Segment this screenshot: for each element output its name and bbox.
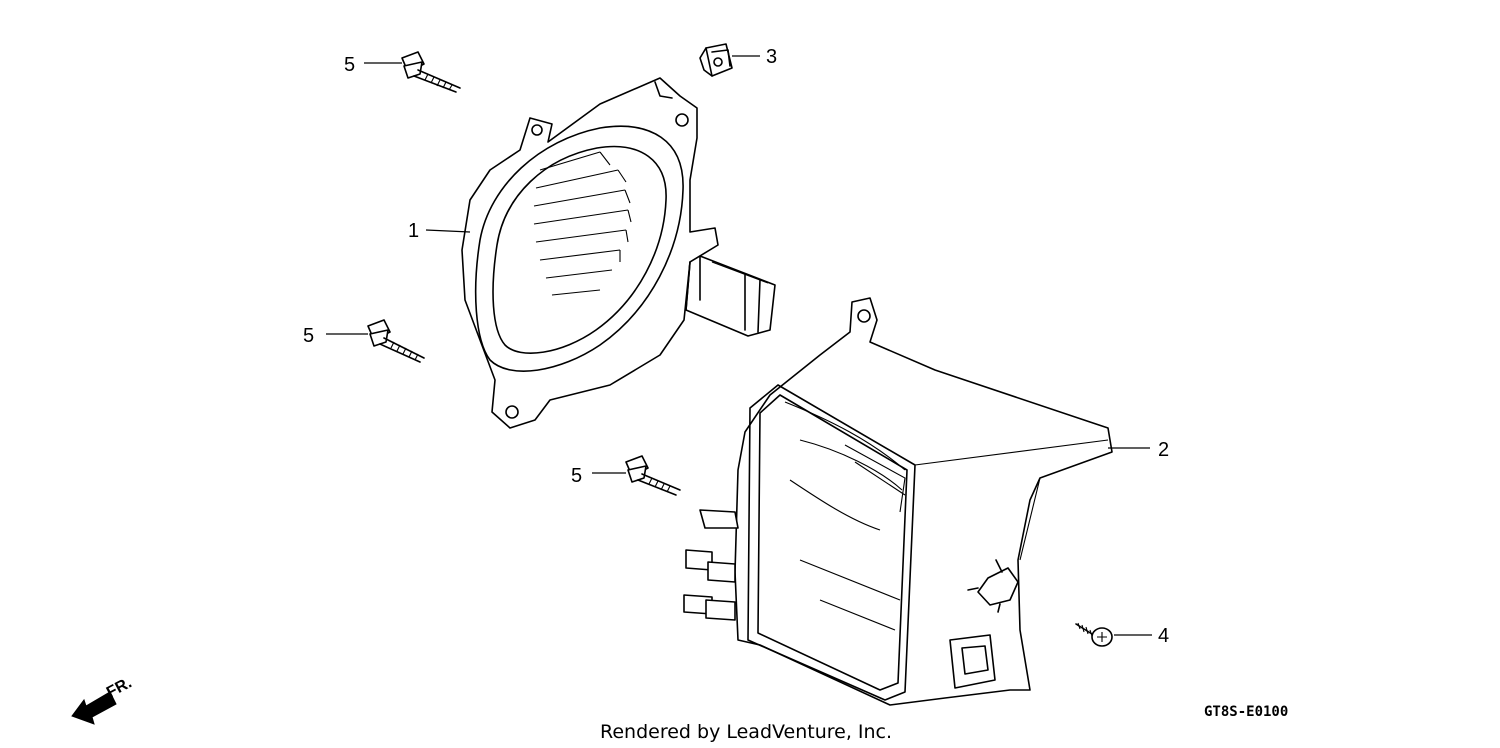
front-direction-indicator: FR. [71, 674, 135, 725]
part-2-air-guide[interactable] [683, 297, 1113, 706]
drawing-code: GT8S-E0100 [1204, 704, 1288, 720]
part-5-bolt-mid[interactable] [367, 319, 425, 363]
part-5-bolt-low[interactable] [625, 455, 681, 496]
part-1-fan-cover[interactable] [461, 77, 776, 429]
callout-part-4: 4 [1158, 625, 1169, 647]
leader-lines [326, 55, 1152, 636]
callout-part-2: 2 [1158, 439, 1169, 461]
callout-part-3: 3 [766, 46, 777, 68]
front-arrow-icon [71, 691, 117, 725]
callout-part-5-low: 5 [571, 465, 582, 487]
render-credit: Rendered by LeadVenture, Inc. [600, 721, 892, 743]
part-3-clip-nut[interactable] [699, 43, 733, 77]
part-5-bolt-top[interactable] [401, 51, 461, 93]
callout-part-5-mid: 5 [303, 325, 314, 347]
part-4-screw[interactable] [1075, 622, 1113, 647]
callout-part-1: 1 [408, 220, 419, 242]
callout-part-5-top: 5 [344, 54, 355, 76]
